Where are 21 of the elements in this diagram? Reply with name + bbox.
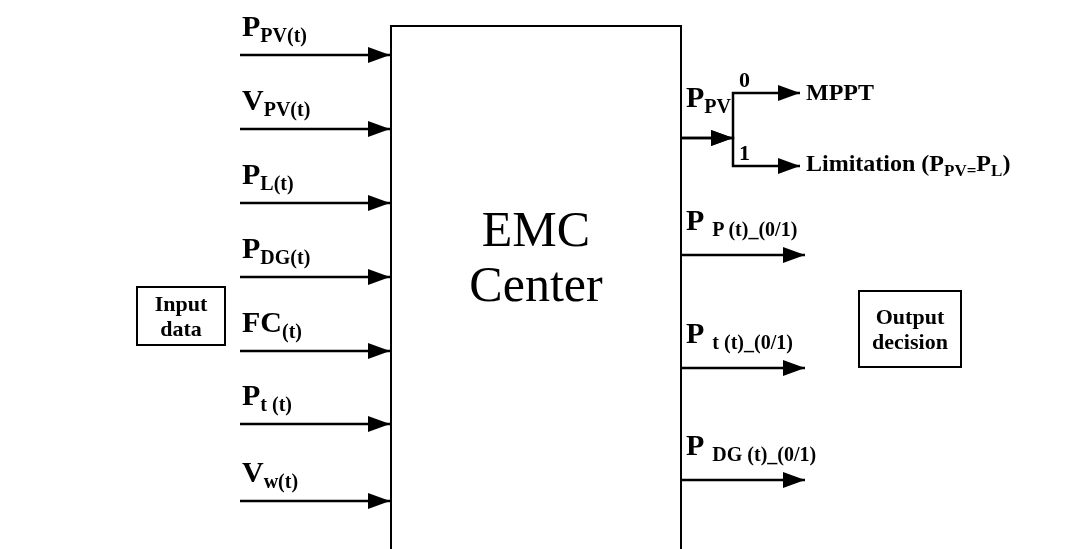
- controller-box: [390, 25, 682, 549]
- edge-label: P$_{L(t)}$: [242, 159, 294, 193]
- edge-label: P$_{DG(t)}$: [242, 233, 311, 267]
- node-text: Output decision: [871, 303, 949, 355]
- edge-label: P$_{P (t)_(0/1)}$: [686, 205, 798, 239]
- edge-label: P$_{PV(t)}$: [242, 11, 307, 45]
- mode-label: MPPT: [806, 79, 874, 105]
- input-box: [136, 286, 226, 346]
- edge-label: 1: [739, 142, 750, 164]
- node-text: EMC Center: [468, 202, 604, 312]
- edge-label: FC$_{(t)}$: [242, 307, 302, 341]
- edge-label: P$_{t (t)_(0/1)}$: [686, 318, 793, 352]
- mode-label: Limitation (P$_{PV=}$P$_{L}$): [806, 150, 1011, 176]
- edge-label: V$_{PV(t)}$: [242, 85, 311, 119]
- node-text: Input data: [153, 290, 209, 342]
- edge-label: P$_{DG (t)_(0/1)}$: [686, 430, 817, 464]
- edge-label: 0: [739, 69, 750, 91]
- edge-label: V$_{w(t)}$: [242, 457, 299, 491]
- output-box: [858, 290, 962, 368]
- signal-label: P$_{PV}$: [686, 82, 731, 116]
- edge-label: P$_{t (t)}$: [242, 380, 292, 414]
